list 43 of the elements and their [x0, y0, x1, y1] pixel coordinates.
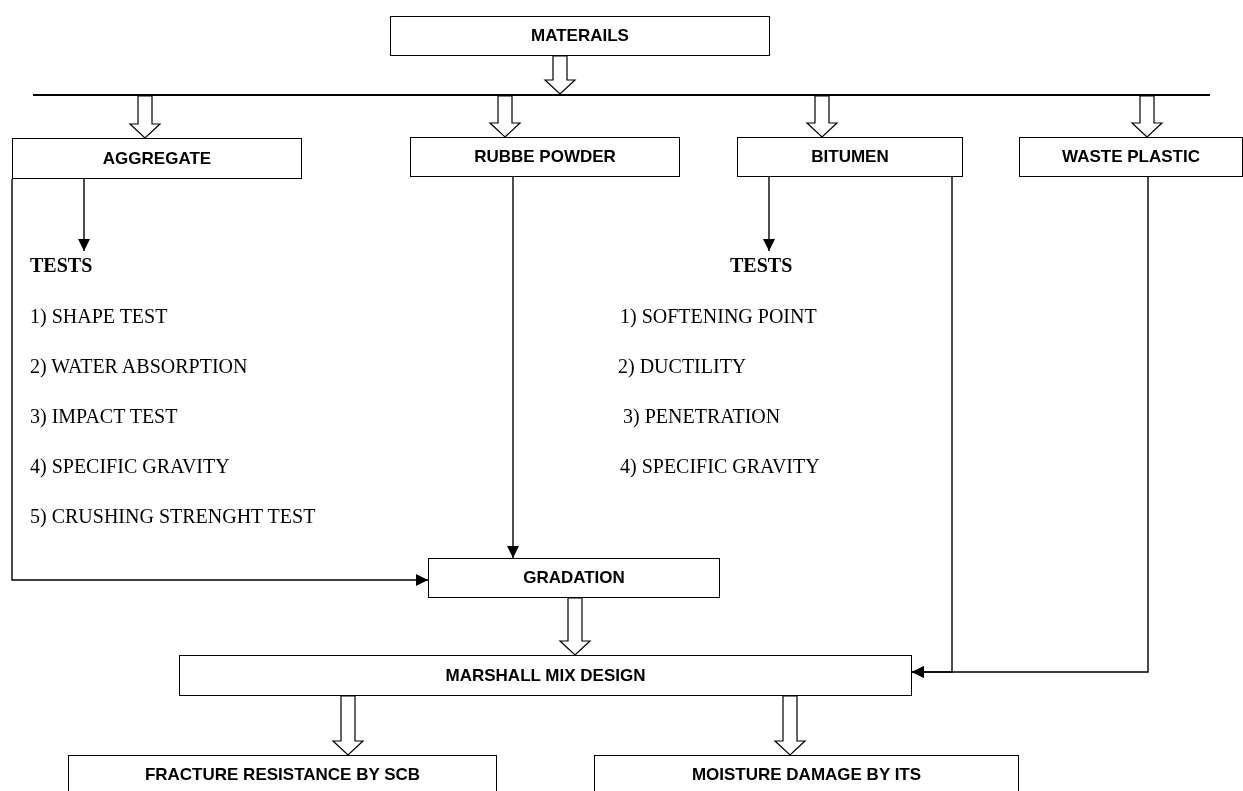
block-arrow [1130, 95, 1164, 138]
box-label: RUBBE POWDER [474, 147, 616, 167]
process-box [12, 138, 302, 179]
box-label: AGGREGATE [102, 148, 212, 169]
process-box [1019, 137, 1243, 177]
process-box [179, 655, 912, 696]
test-item: 1) SHAPE TEST [30, 304, 168, 328]
process-box [737, 137, 963, 177]
box-label: BITUMEN [811, 147, 889, 167]
heading-text: TESTS [730, 252, 840, 278]
block-arrow [128, 95, 162, 139]
test-item: 5) CRUSHING STRENGHT TEST [30, 504, 316, 528]
test-item: 4) SPECIFIC GRAVITY [620, 454, 820, 478]
test-item: 2) DUCTILITY [618, 354, 747, 378]
process-box [390, 16, 770, 56]
test-item: 3) PENETRATION [623, 404, 781, 428]
bus-line [33, 94, 1210, 96]
process-box [428, 558, 720, 598]
test-item: 1) SOFTENING POINT [620, 304, 817, 328]
arrow [911, 176, 1149, 678]
test-item: 4) SPECIFIC GRAVITY [30, 454, 230, 478]
arrow [11, 178, 429, 586]
block-arrow [331, 695, 365, 756]
box-label: GRADATION [523, 568, 625, 588]
arrow [78, 178, 90, 252]
process-box [68, 755, 497, 791]
block-arrow [488, 95, 522, 138]
box-label: WASTE PLASTIC [1062, 147, 1200, 167]
box-label: FRACTURE RESISTANCE BY SCB [144, 765, 421, 785]
process-box [594, 755, 1019, 791]
arrow [763, 176, 775, 252]
block-arrow [558, 597, 592, 656]
block-arrow [773, 695, 807, 756]
block-arrow [543, 55, 577, 95]
process-box [410, 137, 680, 177]
heading-text: TESTS [30, 252, 140, 278]
box-label: MOISTURE DAMAGE BY ITS [691, 765, 922, 785]
box-label: MATERAILS [531, 26, 629, 46]
arrow [507, 176, 519, 559]
box-label: MARSHALL MIX DESIGN [445, 665, 646, 686]
test-item: 3) IMPACT TEST [30, 404, 178, 428]
test-item: 2) WATER ABSORPTION [30, 354, 248, 378]
block-arrow [805, 95, 839, 138]
